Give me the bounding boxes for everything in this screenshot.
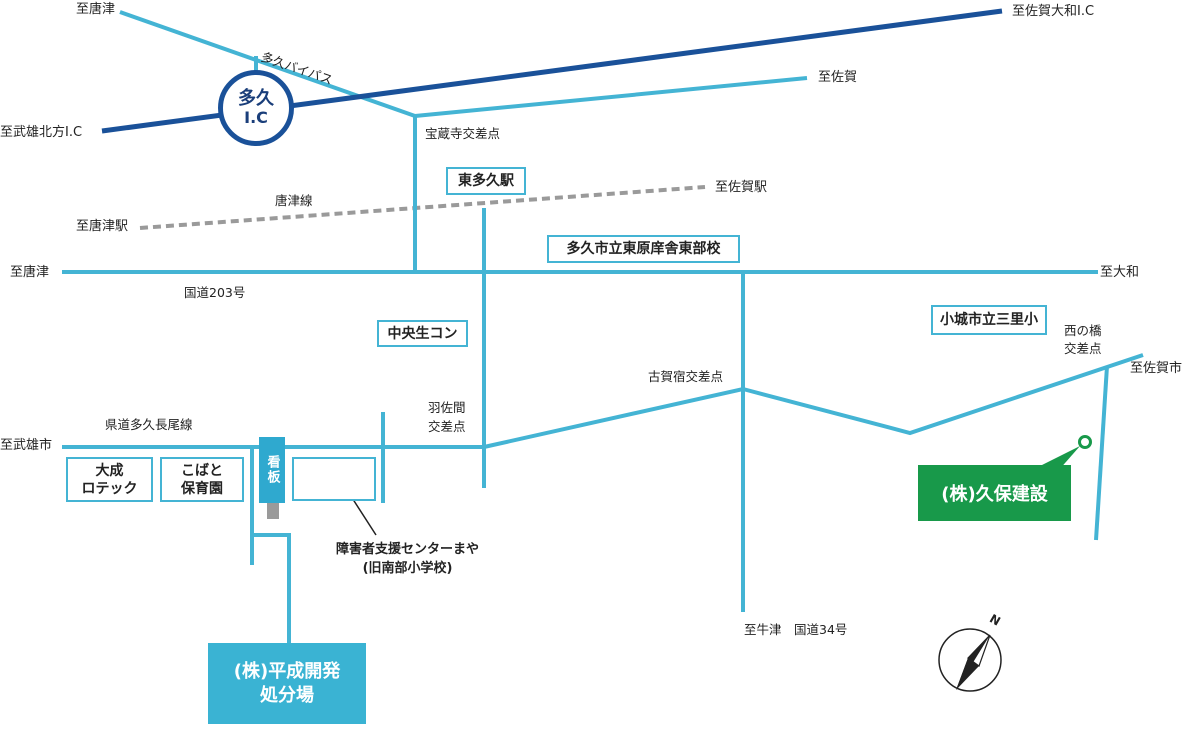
label-to-saga-yamato-ic: 至佐賀大和I.C [1012, 4, 1095, 19]
ic-sub: I.C [244, 108, 268, 127]
company-marker [1078, 435, 1092, 449]
kogashuku-road [483, 353, 1144, 449]
bypass-road [119, 10, 416, 118]
label-to-karatsu-top: 至唐津 [76, 2, 116, 17]
disposal-site-label: (株)平成開発 処分場 [233, 660, 341, 706]
taku-ic-badge: 多久 I.C [218, 70, 294, 146]
disposal-site-box: (株)平成開発 処分場 [208, 643, 366, 724]
label-hozoji-intersection: 宝蔵寺交差点 [425, 126, 501, 141]
signboard: 看板 [259, 437, 285, 503]
saga-road [414, 76, 808, 118]
signboard-label: 看板 [264, 455, 280, 485]
nishinohashi-road [1094, 365, 1109, 541]
ic-name: 多久 [238, 88, 274, 109]
east-school-label: 多久市立東原庠舎東部校 [566, 241, 721, 257]
label-nishinohashi-intersection: 西の橋 交差点 [1064, 323, 1102, 356]
kobato-nursery-box: こばと 保育園 [160, 457, 244, 502]
taisei-rotec-label: 大成 ロテック [81, 462, 138, 497]
label-to-takeo-city: 至武雄市 [0, 438, 53, 453]
chuo-seicon-label: 中央生コン [387, 325, 458, 342]
label-to-karatsu-left: 至唐津 [10, 265, 50, 280]
label-hazama-intersection: 羽佐間 交差点 [428, 400, 466, 434]
label-to-saga-station: 至佐賀駅 [715, 180, 768, 195]
label-prefectural-road: 県道多久長尾線 [105, 417, 193, 432]
label-care-center: 障害者支援センターまや (旧南部小学校) [336, 542, 480, 576]
kobato-nursery-label: こばと 保育園 [181, 462, 223, 497]
label-kogashuku-intersection: 古賀宿交差点 [648, 369, 724, 384]
label-to-karatsu-station: 至唐津駅 [76, 219, 129, 234]
ogi-school-label: 小城市立三里小 [940, 312, 1038, 328]
label-route-203: 国道203号 [184, 285, 246, 300]
label-to-takeo-kitagata-ic: 至武雄北方I.C [0, 125, 83, 140]
east-school-box: 多久市立東原庠舎東部校 [547, 235, 740, 263]
access-road-site [252, 533, 291, 645]
karatsu-railway [139, 185, 706, 230]
label-route-34: 至牛津 国道34号 [744, 622, 848, 637]
label-to-saga: 至佐賀 [818, 70, 858, 85]
care-center-box [292, 457, 376, 501]
higashi-taku-station-box: 東多久駅 [446, 167, 526, 195]
chuo-seicon-box: 中央生コン [377, 320, 468, 347]
label-karatsu-line: 唐津線 [275, 193, 313, 208]
signboard-post [267, 503, 279, 519]
higashi-taku-station-label: 東多久駅 [458, 173, 514, 189]
ogi-school-box: 小城市立三里小 [931, 305, 1047, 335]
taisei-rotec-box: 大成 ロテック [66, 457, 153, 502]
label-to-yamato: 至大和 [1100, 265, 1140, 280]
kubo-construction-label: (株)久保建設 [941, 484, 1048, 505]
company-pointer [1030, 446, 1080, 471]
kubo-construction-box: (株)久保建設 [918, 465, 1071, 521]
label-to-saga-city: 至佐賀市 [1130, 361, 1183, 376]
compass [938, 628, 1002, 692]
